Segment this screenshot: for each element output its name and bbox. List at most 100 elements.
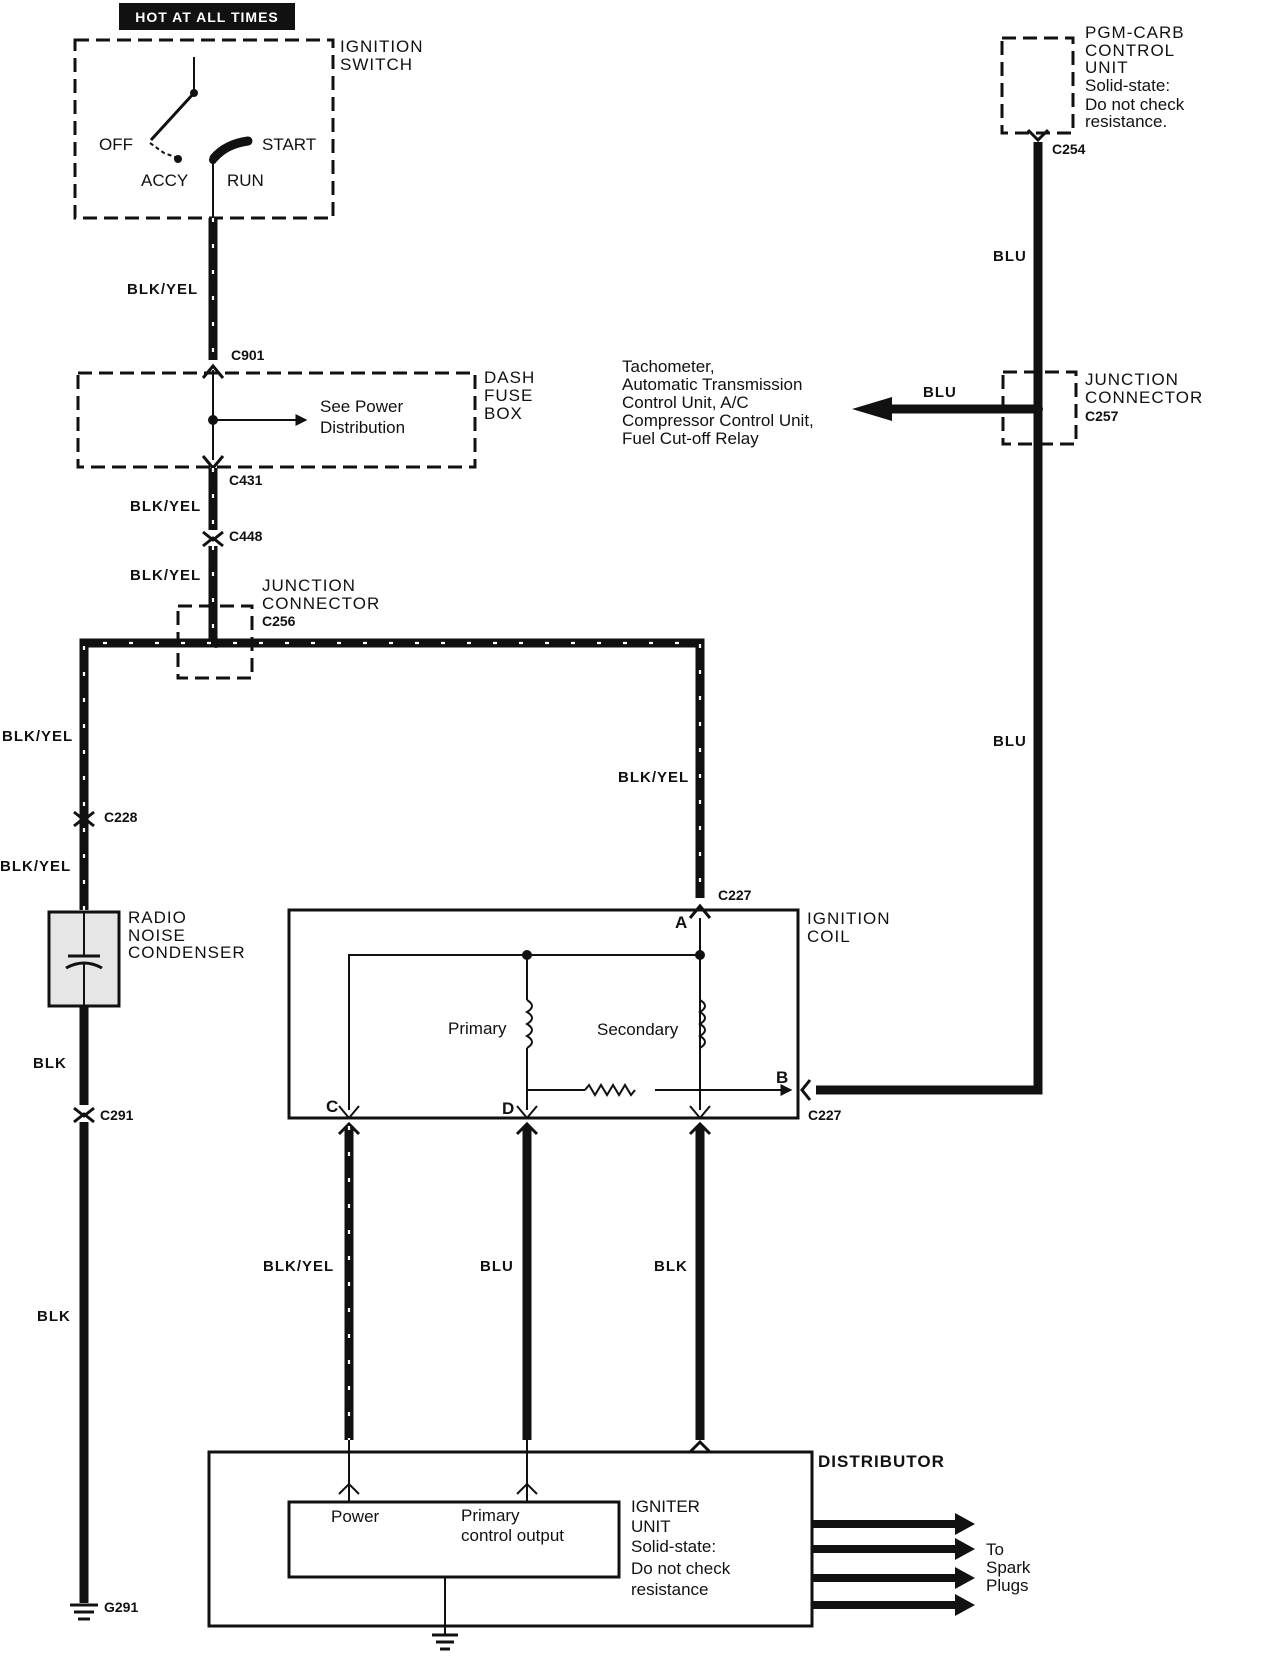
junction-c257-title-2: CONNECTOR: [1085, 388, 1203, 407]
pgm-carb-text-2: CONTROL: [1085, 41, 1175, 60]
wire-condenser-to-ground: BLK C291 BLK G291: [33, 1006, 138, 1621]
wire-label-10: BLU: [480, 1258, 514, 1275]
connector-c448-symbol: [202, 530, 224, 548]
coil-secondary-label: Secondary: [597, 1020, 679, 1039]
switch-accy-label: ACCY: [141, 171, 188, 190]
connector-c227-top: C227: [718, 887, 752, 903]
ignition-coil-title-2: COIL: [807, 927, 851, 946]
connector-c291: C291: [100, 1107, 134, 1123]
tach-note-2: Automatic Transmission: [622, 375, 802, 394]
ignition-coil-box: [287, 908, 800, 1120]
coil-resistor: [584, 1083, 636, 1097]
ignition-coil-title-1: IGNITION: [807, 909, 891, 928]
ignition-switch-box: [73, 38, 335, 220]
igniter-text-2: UNIT: [631, 1517, 671, 1536]
tach-note-4: Compressor Control Unit,: [622, 411, 814, 430]
ignition-coil: IGNITION COIL A Primary Secondary B C D …: [287, 908, 891, 1123]
ground-g291-icon: [70, 1603, 98, 1621]
coil-pin-c: C: [326, 1097, 339, 1116]
wire-label-7: BLK: [33, 1055, 67, 1072]
pgm-carb-text-6: resistance.: [1085, 112, 1167, 131]
secondary-winding: [698, 999, 706, 1049]
dash-fuse-note-2: Distribution: [320, 418, 405, 437]
switch-start-label: START: [262, 135, 316, 154]
pgm-carb-text-5: Do not check: [1085, 95, 1185, 114]
wire-label-3: BLK/YEL: [130, 567, 201, 584]
igniter-text-1: IGNITER: [631, 1497, 700, 1516]
dash-fuse-box-outline: [76, 371, 477, 469]
radio-noise-title-1: RADIO: [128, 908, 187, 927]
tach-note-3: Control Unit, A/C: [622, 393, 749, 412]
igniter-text-5: resistance: [631, 1580, 708, 1599]
wire-label-12: BLU: [993, 248, 1027, 265]
ignition-switch: IGNITION SWITCH OFF START ACCY RUN: [73, 37, 424, 220]
igniter-power-label: Power: [331, 1507, 380, 1526]
start-contact: [209, 136, 253, 163]
wire-label-8: BLK: [37, 1308, 71, 1325]
wire-blu-right: BLU BLU: [816, 142, 1043, 1095]
connector-c448: C448: [229, 528, 263, 544]
distributor: DISTRIBUTOR Power Primary control output…: [207, 1440, 1031, 1651]
coil-primary-label: Primary: [448, 1019, 507, 1038]
igniter-text-4: Do not check: [631, 1559, 731, 1578]
wire-label-2: BLK/YEL: [130, 498, 201, 515]
ground-g291: G291: [104, 1599, 138, 1615]
wire-label-6: BLK/YEL: [618, 769, 689, 786]
spark-label-2: Spark: [986, 1558, 1031, 1577]
wire-bus-to-coil: BLK/YEL C227: [618, 769, 752, 919]
pgm-carb-control-unit: PGM-CARB CONTROL UNIT Solid-state: Do no…: [1000, 23, 1185, 157]
wire-label-9: BLK/YEL: [263, 1258, 334, 1275]
left-branch: BLK/YEL C228 BLK/YEL: [0, 728, 138, 875]
ignition-switch-title-2: SWITCH: [340, 55, 413, 74]
igniter-pco-label-1: Primary: [461, 1506, 520, 1525]
switch-off-label: OFF: [99, 135, 133, 154]
switch-arc: [149, 142, 179, 159]
junction-connector-c257: JUNCTION CONNECTOR C257 BLU: [852, 370, 1203, 446]
ignition-switch-title-1: IGNITION: [340, 37, 424, 56]
dash-fuse-title-2: FUSE: [484, 386, 533, 405]
connector-c228-symbol: [73, 810, 95, 828]
pgm-carb-text-1: PGM-CARB: [1085, 23, 1185, 42]
hot-at-all-times-banner: HOT AT ALL TIMES: [119, 3, 295, 30]
dash-fuse-box: DASH FUSE BOX See Power Distribution: [76, 368, 535, 471]
switch-blade: [149, 91, 196, 142]
primary-winding: [525, 999, 533, 1049]
connector-c431: C431: [229, 472, 263, 488]
coil-pin-a: A: [675, 913, 688, 932]
tach-note-5: Fuel Cut-off Relay: [622, 429, 759, 448]
banner-text: HOT AT ALL TIMES: [135, 9, 279, 25]
junction-c256-id: C256: [262, 613, 296, 629]
pgm-carb-text-4: Solid-state:: [1085, 76, 1170, 95]
wire-label-1: BLK/YEL: [127, 281, 198, 298]
igniter-unit-box: [287, 1500, 621, 1579]
spark-label-1: To: [986, 1540, 1004, 1559]
wire-label-4: BLK/YEL: [2, 728, 73, 745]
pgm-carb-text-3: UNIT: [1085, 58, 1129, 77]
igniter-pco-label-2: control output: [461, 1526, 564, 1545]
dash-fuse-title-3: BOX: [484, 404, 523, 423]
wire-switch-to-fuse: BLK/YEL C901: [127, 160, 265, 379]
dash-fuse-title-1: DASH: [484, 368, 535, 387]
wire-fuse-to-junction: C431 BLK/YEL C448 BLK/YEL: [130, 468, 263, 640]
distributor-title: DISTRIBUTOR: [818, 1452, 945, 1471]
connector-c228: C228: [104, 809, 138, 825]
tach-arrow-icon: [852, 397, 892, 421]
junction-c256-title-1: JUNCTION: [262, 576, 356, 595]
wire-label-11: BLK: [654, 1258, 688, 1275]
coil-pin-d: D: [502, 1099, 515, 1118]
wire-label-13: BLU: [923, 384, 957, 401]
connector-c227-b: C227: [808, 1107, 842, 1123]
switch-run-label: RUN: [227, 171, 264, 190]
tachometer-note: Tachometer, Automatic Transmission Contr…: [622, 357, 814, 448]
igniter-text-3: Solid-state:: [631, 1537, 716, 1556]
wire-bus-blk-yel: [79, 638, 705, 910]
radio-noise-title-2: NOISE: [128, 926, 186, 945]
wire-label-14: BLU: [993, 733, 1027, 750]
coil-pin-b: B: [776, 1068, 789, 1087]
pgm-carb-box: [1000, 36, 1075, 135]
wire-label-5: BLK/YEL: [0, 858, 71, 875]
junction-connector-c256: JUNCTION CONNECTOR C256: [176, 576, 379, 680]
connector-c291-symbol: [73, 1106, 95, 1124]
spark-plug-arrows: [812, 1513, 975, 1616]
